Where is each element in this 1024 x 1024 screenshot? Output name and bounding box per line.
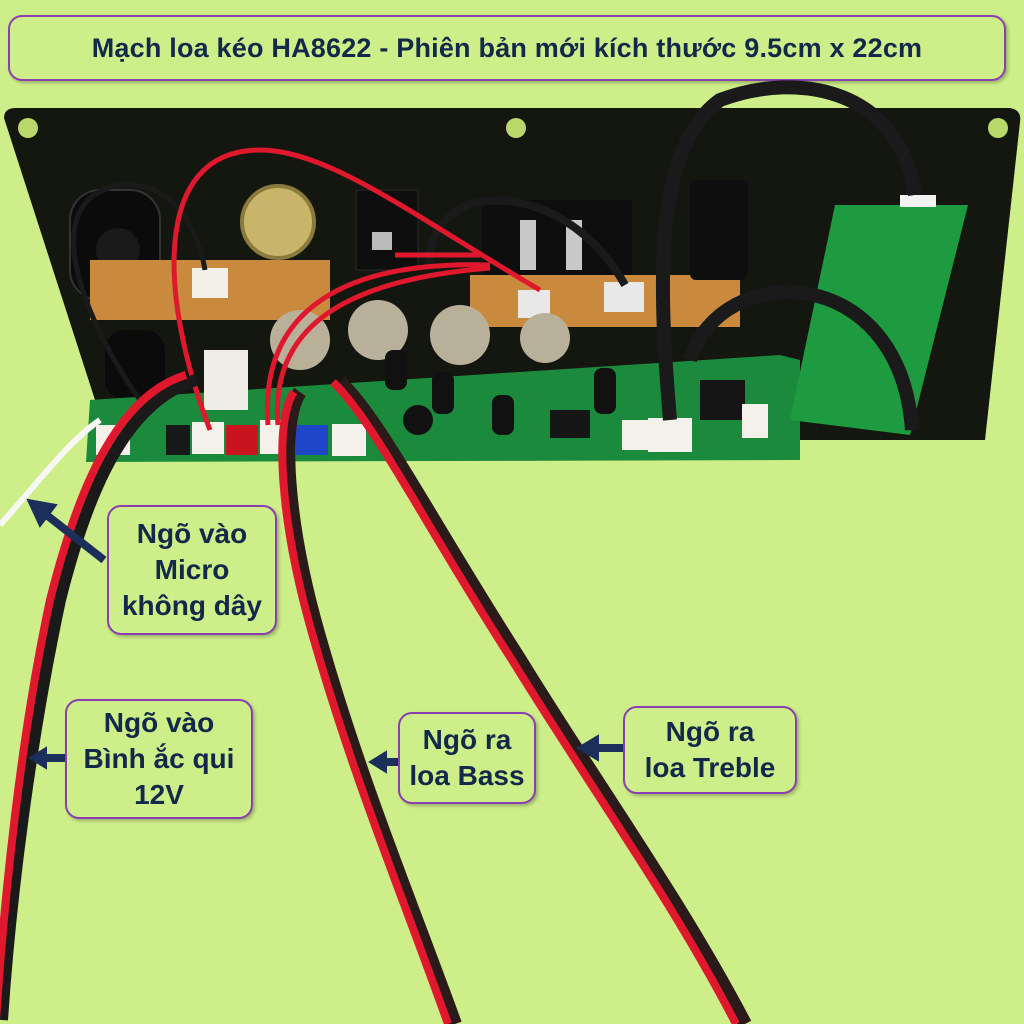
battery-wire: [0, 371, 198, 1021]
connector-white: [742, 404, 768, 438]
ribbon-cable: [683, 285, 919, 431]
audio-jack-lower: [105, 330, 165, 400]
potentiometer: [240, 184, 316, 260]
arrow-treble: [576, 734, 624, 762]
callout-line: Micro: [154, 554, 230, 585]
red-wire: [264, 262, 491, 426]
black-wire: [71, 182, 208, 402]
callout-bass-output: Ngõ ra loa Bass: [398, 712, 536, 804]
connector-white: [648, 418, 692, 452]
callout-line: loa Bass: [409, 760, 525, 791]
page-title: Mạch loa kéo HA8622 - Phiên bản mới kích…: [91, 32, 923, 63]
callout-line: không dây: [121, 590, 262, 621]
connector-blue: [296, 425, 328, 455]
mount-hole: [506, 118, 526, 138]
potentiometer: [348, 300, 408, 360]
connector-white: [332, 424, 366, 456]
callout-line: loa Treble: [644, 752, 776, 783]
callout-line: Ngõ vào: [103, 707, 215, 738]
callout-treble-output: Ngõ ra loa Treble: [623, 706, 797, 794]
arrow-battery: [28, 746, 66, 770]
arrow-micro: [26, 498, 107, 564]
mount-hole: [18, 118, 38, 138]
callout-micro-input: Ngõ vào Micro không dây: [107, 505, 277, 635]
black-wire: [425, 196, 629, 287]
callout-line: 12V: [134, 779, 184, 810]
callout-line: Ngõ ra: [422, 724, 512, 755]
red-wire: [171, 147, 542, 431]
callout-line: Ngõ ra: [665, 716, 755, 747]
callout-line: Ngõ vào: [136, 518, 248, 549]
ribbon-cable: [655, 80, 922, 421]
potentiometer: [520, 313, 570, 363]
jack-right: [690, 180, 748, 280]
mount-hole: [988, 118, 1008, 138]
red-wire: [274, 265, 491, 426]
arrow-bass: [368, 750, 398, 774]
key-pcb: [790, 205, 968, 435]
antenna-wire: [0, 417, 102, 527]
connector-red: [226, 425, 258, 455]
callout-line: Bình ắc qui: [83, 743, 235, 774]
title-banner: Mạch loa kéo HA8622 - Phiên bản mới kích…: [8, 15, 1006, 81]
potentiometer: [430, 305, 490, 365]
callout-battery-input: Ngõ vào Bình ắc qui 12V: [65, 699, 253, 819]
connector-black: [166, 425, 190, 455]
connector-white: [622, 420, 650, 450]
treble-wire: [330, 376, 752, 1024]
bass-wire: [278, 387, 462, 1024]
rca-jack: [355, 189, 419, 271]
